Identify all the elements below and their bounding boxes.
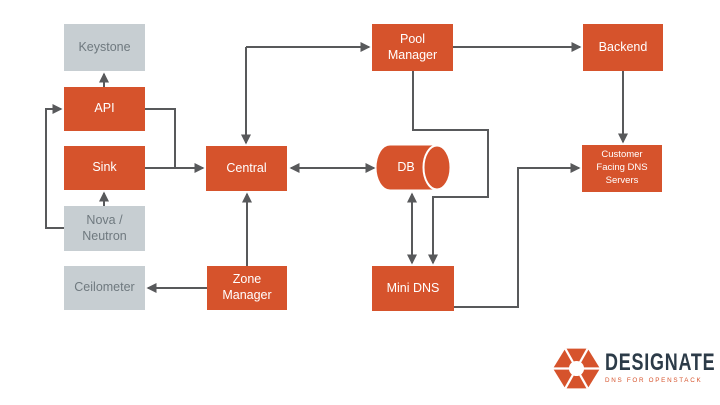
edge-pool-minidns [412, 71, 489, 265]
logo-wordmark: DESIGNATE [605, 347, 716, 376]
edge-nova-api [45, 104, 64, 229]
node-customer-facing-dns-servers: Customer Facing DNS Servers [582, 145, 662, 192]
node-backend: Backend [583, 24, 663, 71]
designate-hexagon-icon [553, 348, 600, 389]
node-pool-manager: Pool Manager [372, 24, 453, 71]
node-db: DB [376, 145, 452, 190]
node-keystone: Keystone [64, 24, 145, 71]
logo-tagline: DNS FOR OPENSTACK [605, 377, 703, 384]
node-api: API [64, 87, 145, 131]
node-central: Central [206, 146, 287, 191]
node-mini-dns: Mini DNS [372, 266, 454, 311]
node-sink: Sink [64, 146, 145, 190]
edge-minidns-customer-facing [454, 163, 581, 308]
db-label: DB [397, 159, 415, 174]
designate-logo: DESIGNATE DNS FOR OPENSTACK [553, 345, 720, 392]
edge-api-join [145, 108, 176, 169]
db-cylinder-icon [376, 145, 452, 190]
node-zone-manager: Zone Manager [207, 266, 287, 310]
node-nova-neutron: Nova / Neutron [64, 206, 145, 251]
node-ceilometer: Ceilometer [64, 266, 145, 310]
